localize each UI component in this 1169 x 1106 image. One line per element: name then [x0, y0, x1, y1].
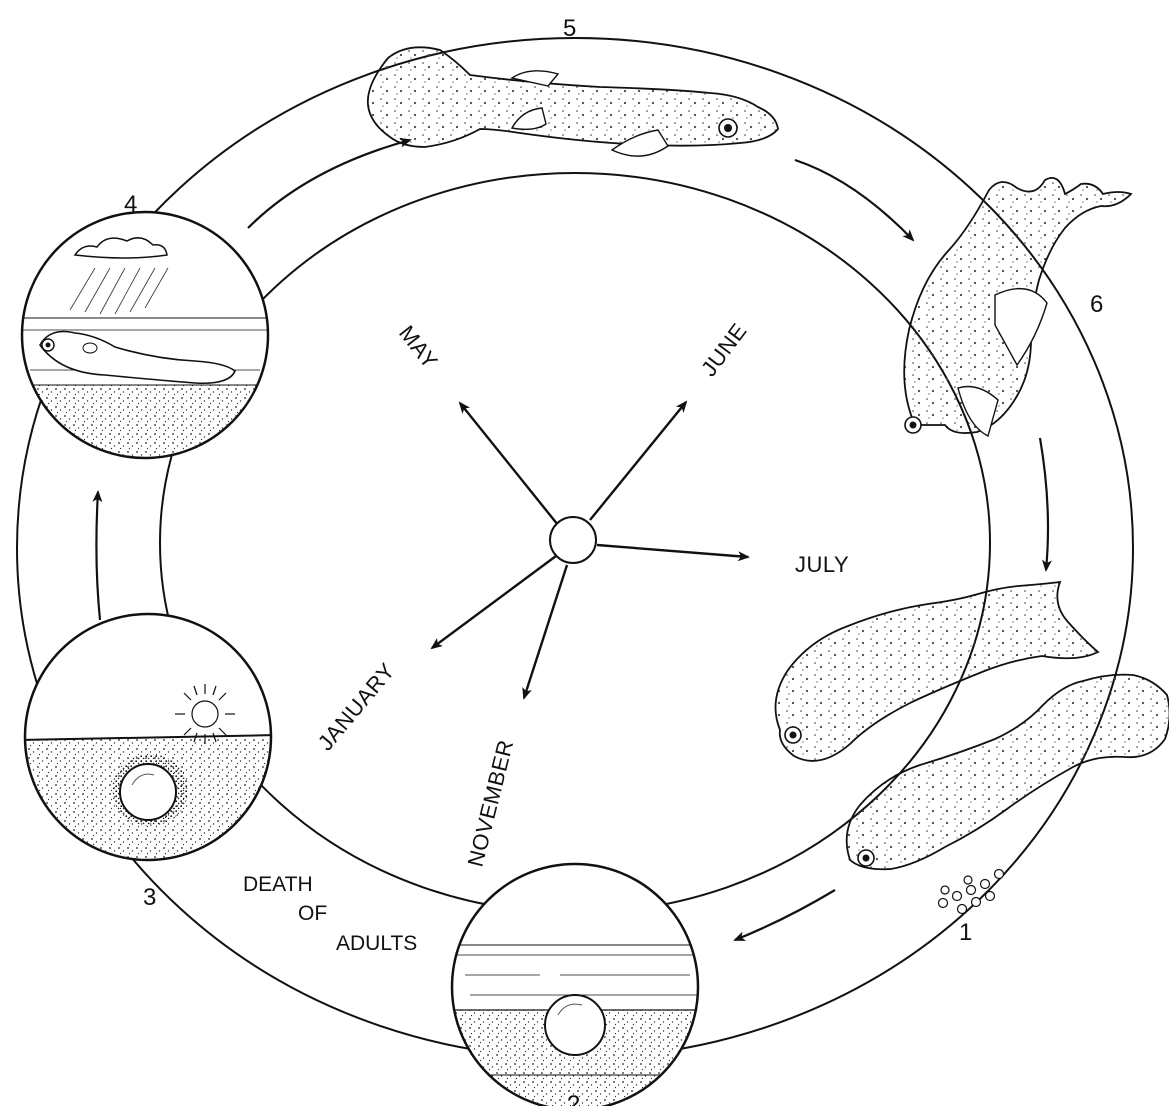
arrow-stage-4-to-5 — [248, 140, 410, 228]
stage-number-4: 4 — [124, 191, 137, 218]
arrow-june — [590, 402, 686, 520]
stage-number-3: 3 — [143, 884, 156, 911]
month-label-november: NOVEMBER — [463, 737, 519, 869]
stage-number-5: 5 — [563, 15, 576, 42]
arrow-november — [524, 565, 567, 698]
month-label-june: JUNE — [696, 318, 752, 381]
stage-1-spawning-pair-illustration — [776, 582, 1169, 914]
stage-number-6: 6 — [1090, 291, 1103, 318]
arrow-january — [432, 556, 556, 648]
arrow-stage-5-to-6 — [795, 160, 913, 240]
death-note-line-2: OF — [298, 902, 327, 925]
stage-4-hatching-illustration — [20, 212, 270, 475]
sun-icon — [175, 684, 235, 744]
stage-number-2: 2 — [567, 1091, 580, 1106]
center-hub — [550, 517, 596, 563]
stage-5-juvenile-fish-illustration — [368, 47, 778, 156]
arrow-stage-3-to-4 — [96, 492, 100, 620]
arrow-may — [460, 403, 558, 525]
arrow-july — [597, 545, 748, 557]
stage-3-dry-season-egg-illustration — [20, 614, 280, 867]
month-label-january: JANUARY — [313, 658, 400, 755]
month-label-july: JULY — [795, 552, 849, 577]
stage-2-egg-in-substrate-illustration — [450, 864, 710, 1106]
arrow-stage-1-to-2 — [735, 890, 835, 940]
stage-number-1: 1 — [959, 919, 972, 946]
arrow-stage-6-to-1 — [1040, 438, 1048, 570]
death-note-line-1: DEATH — [243, 873, 313, 896]
month-label-may: MAY — [394, 321, 443, 374]
death-note-line-3: ADULTS — [336, 932, 417, 955]
